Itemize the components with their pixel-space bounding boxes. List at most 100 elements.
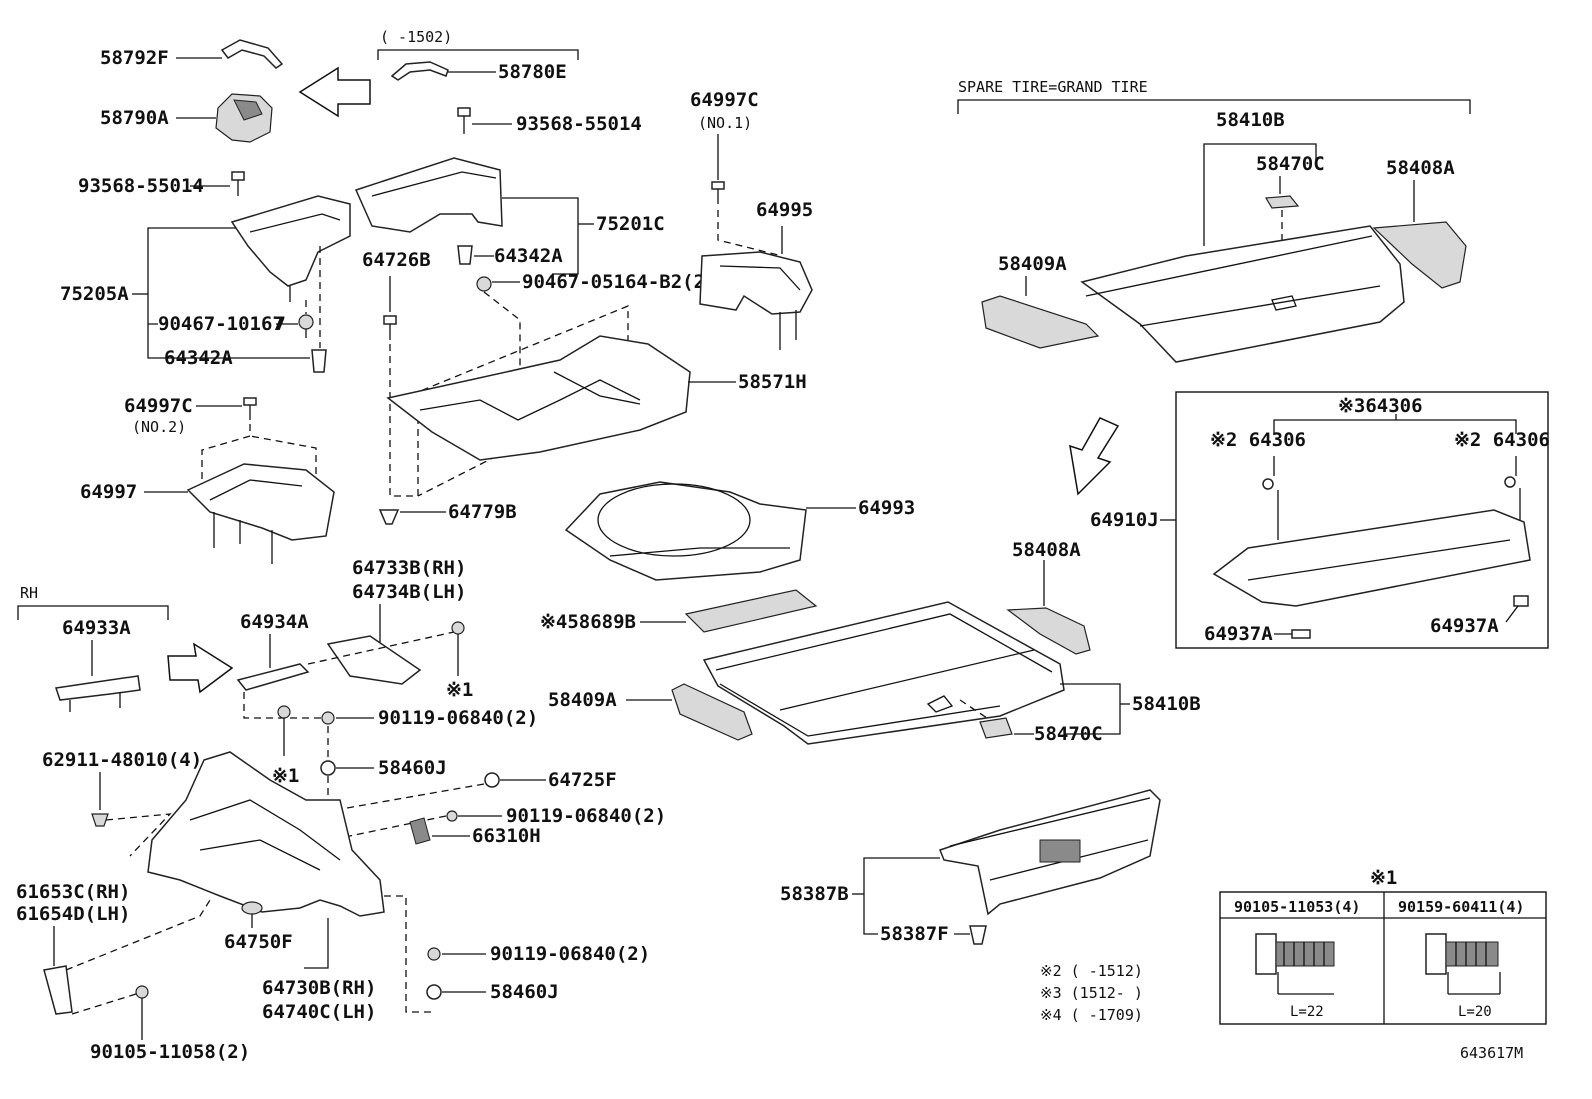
label-64306-r: ※2 64306: [1454, 429, 1550, 451]
label-64306-main: ※364306: [1338, 395, 1423, 417]
table-note-mark: ※1: [1370, 867, 1397, 889]
flange-bolt-icon: [1425, 933, 1499, 975]
label-64740C: 64740C(LH): [262, 1001, 376, 1023]
label-90119-06840-c: 90119-06840(2): [490, 943, 650, 965]
part-58409A-mid-drawing: [671, 683, 753, 741]
label-58408A-top: 58408A: [1386, 157, 1455, 179]
bolt-icon: [231, 171, 245, 196]
label-75205A: 75205A: [60, 283, 129, 305]
label-64997: 64997: [80, 481, 137, 503]
table-length-2: L=20: [1458, 1004, 1492, 1020]
clip-icon: [383, 315, 397, 340]
label-90119-06840-a: 90119-06840(2): [378, 707, 538, 729]
label-64937A-r: 64937A: [1430, 615, 1499, 637]
label-64910J: 64910J: [1090, 509, 1159, 531]
table-col2: 90159-60411(4): [1398, 898, 1524, 916]
clip-icon: [241, 901, 263, 928]
label-64995: 64995: [756, 199, 813, 221]
label-64730B: 64730B(RH): [262, 977, 376, 999]
label-spare-tire: SPARE TIRE=GRAND TIRE: [958, 78, 1148, 96]
part-58790A-drawing: [215, 93, 273, 143]
hook-icon: [1504, 456, 1521, 528]
label-58790A: 58790A: [100, 107, 169, 129]
part-58410B-mid-drawing: [702, 601, 1065, 745]
nut-icon: [298, 314, 314, 338]
label-93568-55014-left: 93568-55014: [78, 175, 204, 197]
clip-icon: [91, 813, 109, 827]
label-64726B: 64726B: [362, 249, 431, 271]
part-64730B-drawing: [147, 751, 385, 917]
note-2: ※2 ( -1512): [1040, 962, 1143, 980]
table-length-1: L=22: [1290, 1004, 1324, 1020]
clip-icon: [243, 397, 257, 420]
label-58460J-b: 58460J: [490, 981, 559, 1003]
part-66310H-drawing: [409, 817, 431, 845]
clip-icon: [457, 245, 473, 265]
part-58410B-top-drawing: [1080, 225, 1405, 363]
bolt-icon: [451, 621, 465, 676]
label-64997C-no2: 64997C: [124, 395, 193, 417]
label-58470C-mid: 58470C: [1034, 723, 1103, 745]
label-58470C-top: 58470C: [1256, 153, 1325, 175]
label-58460J-a: 58460J: [378, 757, 447, 779]
part-58470C-top-drawing: [1264, 195, 1300, 209]
label-90119-06840-b: 90119-06840(2): [506, 805, 666, 827]
clip-icon: [484, 772, 500, 788]
clip-icon: [320, 760, 336, 776]
label-58780E: 58780E: [498, 61, 567, 83]
part-64993-drawing: [564, 481, 807, 581]
label-58409A-top: 58409A: [998, 253, 1067, 275]
part-64934A-drawing: [236, 663, 310, 691]
label-64933A: 64933A: [62, 617, 131, 639]
label-58387F-text: 58387F: [880, 923, 949, 945]
clip-icon: [1291, 629, 1311, 639]
part-58409A-top-drawing: [981, 295, 1100, 349]
clip-icon: [311, 349, 327, 373]
label-rh: RH: [20, 584, 38, 602]
label-58571H: 58571H: [738, 371, 807, 393]
bolt-icon: [321, 711, 335, 725]
bolt-icon: [446, 810, 458, 822]
bolt-icon: [427, 947, 441, 961]
label-62911-48010: 62911-48010(4): [42, 749, 202, 771]
clip-icon: [711, 181, 725, 204]
part-58571H-drawing: [386, 335, 691, 461]
arrow-right-icon: [167, 642, 234, 694]
part-58408A-mid-drawing: [1006, 607, 1091, 655]
label-58387B: 58387B: [780, 883, 849, 905]
label-64733B: 64733B(RH): [352, 557, 466, 579]
part-64733B-drawing: [326, 635, 422, 685]
label-58408A-mid: 58408A: [1012, 539, 1081, 561]
label-64934A: 64934A: [240, 611, 309, 633]
hook-icon: [1262, 456, 1279, 540]
clip-icon: [378, 509, 400, 525]
label-58689B: ※458689B: [540, 611, 636, 633]
table-fasteners: [1219, 891, 1547, 1025]
label-66310H: 66310H: [472, 825, 541, 847]
part-75205A-drawing: [230, 195, 351, 302]
bolt-icon: [135, 985, 149, 1040]
label-64342A-left: 64342A: [164, 347, 233, 369]
label-64997C-no1: 64997C: [690, 89, 759, 111]
label-range-1502: ( -1502): [380, 28, 452, 46]
part-58408A-top-drawing: [1372, 221, 1467, 289]
label-58410B-top: 58410B: [1216, 109, 1285, 131]
part-58689B-drawing: [684, 589, 818, 633]
label-61654D: 61654D(LH): [16, 903, 130, 925]
bolt-icon: [457, 107, 471, 134]
label-58792F: 58792F: [100, 47, 169, 69]
flange-bolt-icon: [1255, 933, 1335, 975]
label-note1-a: ※1: [446, 679, 473, 701]
part-64933A-drawing: [55, 675, 141, 712]
note-3: ※3 (1512- ): [1040, 984, 1143, 1002]
arrow-left-icon: [298, 66, 371, 118]
label-64750F: 64750F: [224, 931, 293, 953]
label-64725F: 64725F: [548, 769, 617, 791]
label-61653C: 61653C(RH): [16, 881, 130, 903]
label-90105-11058: 90105-11058(2): [90, 1041, 250, 1063]
label-64734B: 64734B(LH): [352, 581, 466, 603]
label-58409A-mid: 58409A: [548, 689, 617, 711]
label-90467-10167-text: 90467-10167: [158, 313, 284, 335]
part-58387B-drawing: [939, 789, 1161, 916]
